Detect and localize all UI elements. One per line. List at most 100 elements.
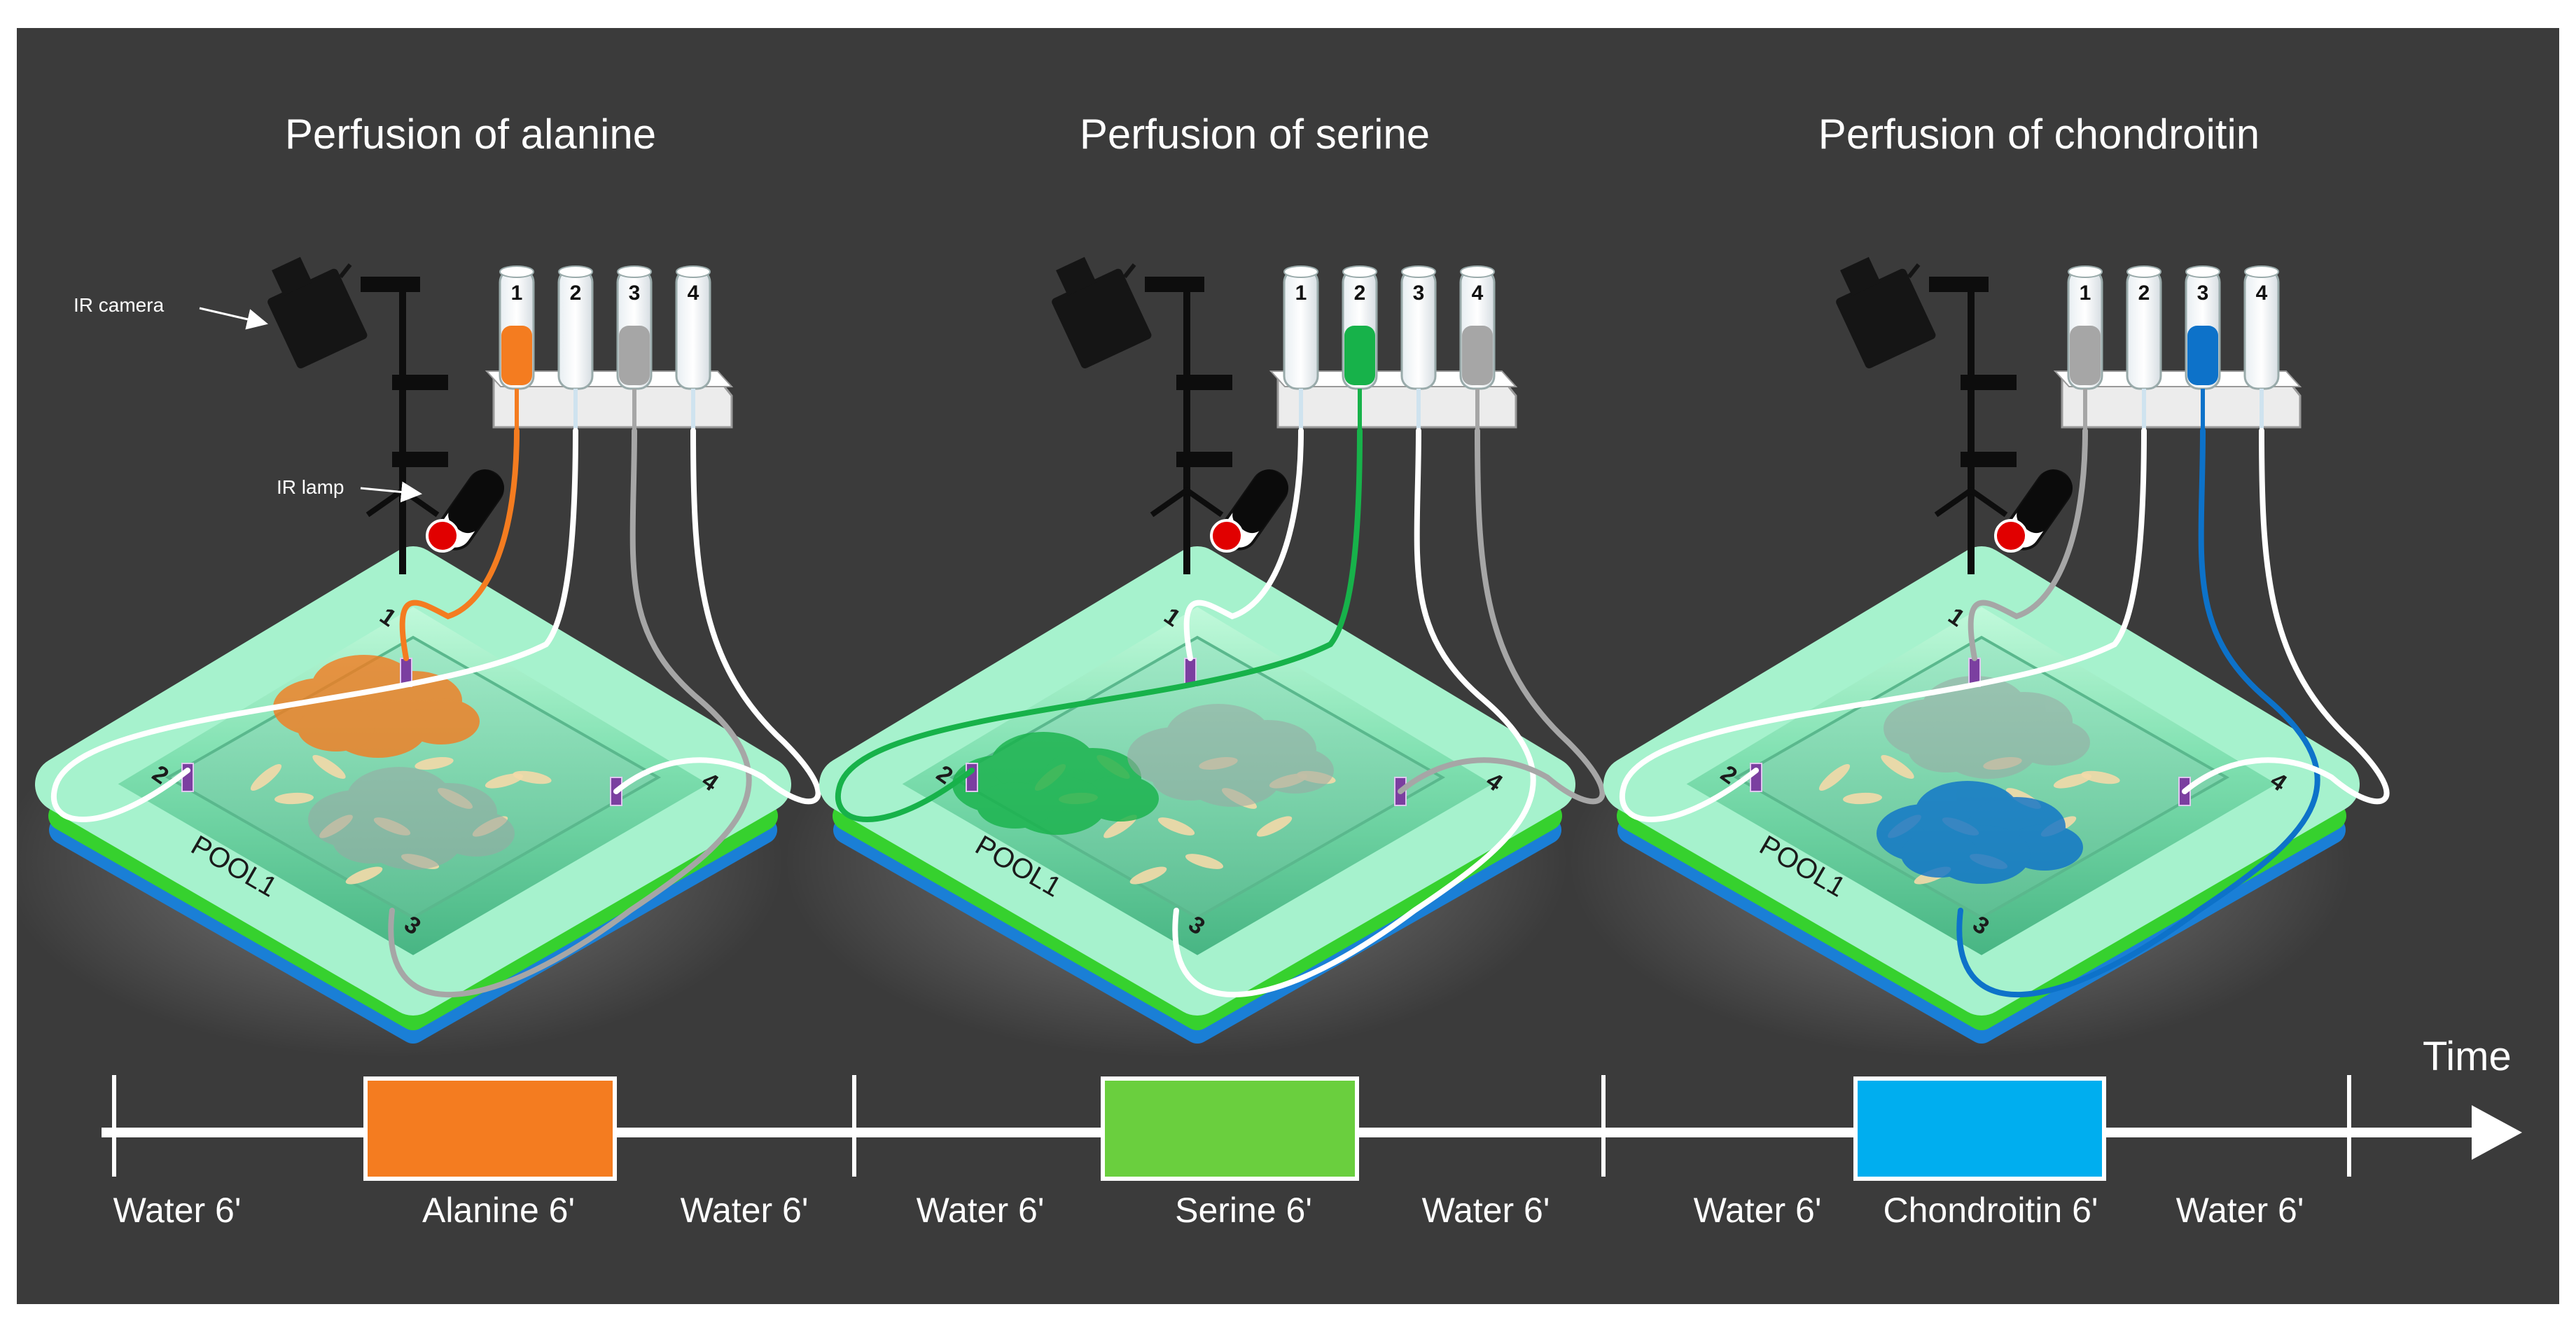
tube-liquid (619, 326, 650, 385)
stand-clamp (1961, 452, 2017, 467)
stand-clamp (1176, 375, 1232, 390)
hoses (1619, 428, 2390, 998)
tube-rim (617, 265, 652, 278)
panel-title: Perfusion of serine (1080, 111, 1430, 158)
lamp-shade (448, 469, 504, 534)
fish (312, 754, 346, 780)
stimulus-block (363, 1076, 617, 1181)
cloud-lobe (1908, 726, 1985, 773)
odor-cloud-active (1877, 781, 2083, 884)
timeline-segment-label: Chondroitin 6' (1884, 1191, 2098, 1230)
tube-label: 2 (1354, 282, 1366, 305)
fish (1256, 816, 1293, 837)
timeline-segment-label: Water 6' (113, 1191, 242, 1230)
stand-clamp (1145, 277, 1204, 292)
hose-3 (388, 428, 752, 998)
panel-title: Perfusion of chondroitin (1818, 111, 2260, 158)
tube-4: 4 (675, 265, 711, 431)
tube-rim (676, 265, 711, 278)
camera-icon (1836, 256, 1936, 368)
camera-cable (1122, 263, 1136, 279)
odor-cloud (308, 767, 515, 870)
lamp-light (1994, 519, 2028, 553)
tube-2: 2 (2126, 265, 2162, 431)
tube-rim (1342, 265, 1377, 278)
tube-3: 3 (1400, 265, 1437, 431)
fish (485, 773, 524, 789)
timeline-segment-label: Water 6' (681, 1191, 809, 1230)
tube-rim (1401, 265, 1436, 278)
timeline: Time Water 6' Alanine 6' Water 6' Water 6' S… (102, 1034, 2522, 1230)
timeline-arrowhead (2472, 1105, 2522, 1160)
hose-1 (1968, 428, 2088, 661)
timeline-axis-label: Time (2423, 1034, 2512, 1079)
fish (1129, 866, 1167, 885)
cloud-lobe (298, 705, 375, 751)
camera-annotation-arrow (199, 307, 268, 330)
stand-clamp (392, 375, 448, 390)
tube-liquid (2187, 326, 2218, 385)
tube-rim (499, 265, 534, 278)
hose-2 (50, 428, 578, 822)
lamp-light (1210, 519, 1244, 553)
tube-liquid (501, 326, 532, 385)
tube-rim (2126, 265, 2161, 278)
tube-label: 4 (1472, 282, 1484, 305)
stimulus-block (1101, 1076, 1359, 1181)
fish (1185, 854, 1224, 869)
lamp-light (426, 519, 459, 553)
cloud-lobe (333, 817, 410, 864)
camera-body (1052, 268, 1152, 368)
tube-liquid (2070, 326, 2101, 385)
tube-liquid (1462, 326, 1493, 385)
perfusion-inlet (1750, 763, 1762, 792)
tube-label: 1 (511, 282, 523, 305)
tube-label: 4 (2256, 282, 2268, 305)
camera-body (1836, 268, 1936, 368)
lamp-annotation: IR lamp (277, 476, 344, 498)
fish (1157, 817, 1195, 836)
hose-3 (1172, 428, 1536, 998)
tube-1: 1 (499, 265, 535, 431)
stand-tripod (1150, 487, 1224, 518)
timeline-segment-label: Alanine 6' (422, 1191, 575, 1230)
fish (1843, 792, 1882, 805)
tube-3: 3 (616, 265, 653, 431)
tube-label: 4 (688, 282, 699, 305)
timeline-segment-label: Water 6' (2176, 1191, 2304, 1230)
lamp-annotation-arrow (360, 481, 422, 503)
camera-lens (1840, 256, 1881, 296)
tube-rim (2068, 265, 2103, 278)
tube-3: 3 (2185, 265, 2221, 431)
cloud-lobe (1152, 754, 1229, 801)
tube-2: 2 (557, 265, 594, 431)
stimulus-block (1853, 1076, 2106, 1181)
timeline-segment-label: Serine 6' (1175, 1191, 1312, 1230)
tube-label: 1 (1295, 282, 1307, 305)
tube-1: 1 (2067, 265, 2103, 431)
hose-2 (835, 428, 1363, 822)
tube-4: 4 (2243, 265, 2280, 431)
tube-label: 2 (2138, 282, 2150, 305)
odor-cloud (1127, 704, 1334, 807)
fish (2053, 773, 2092, 789)
hose-1 (399, 428, 520, 661)
tube-rim (1460, 265, 1495, 278)
camera-cable (338, 263, 352, 279)
fish (1818, 763, 1851, 791)
odor-cloud-active (273, 655, 480, 758)
tube-label: 3 (1413, 282, 1425, 305)
stand-clamp (1176, 452, 1232, 467)
fish (1881, 754, 1914, 780)
fish (415, 756, 454, 770)
camera-stand (1929, 277, 2017, 574)
panel-title: Perfusion of alanine (285, 111, 656, 158)
stand-clamp (1961, 375, 2017, 390)
